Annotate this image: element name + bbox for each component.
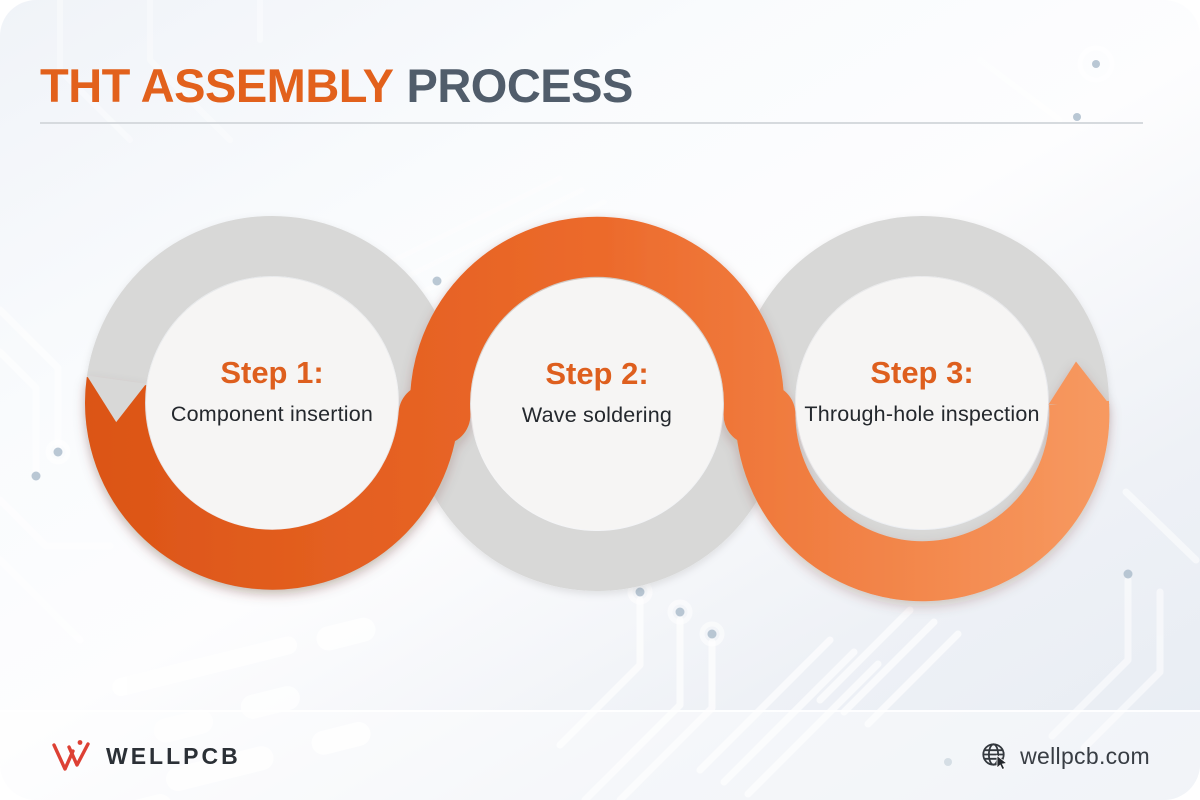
step-2-description: Wave soldering — [521, 403, 673, 427]
website: wellpcb.com — [980, 741, 1150, 771]
inner-circles — [146, 277, 1048, 530]
step-3-description: Through-hole inspection — [804, 402, 1040, 426]
step-1-title: Step 1: — [220, 355, 324, 390]
wellpcb-w-icon — [52, 740, 90, 771]
flow-start-chevron-icon — [86, 375, 147, 423]
page-title-rest: PROCESS — [406, 59, 634, 112]
flow-path — [85, 216, 1110, 602]
flow-arrowhead-icon — [1048, 361, 1110, 405]
step-3-title: Step 3: — [870, 355, 974, 390]
brand-logo: WELLPCB — [50, 738, 241, 774]
flow-band — [85, 216, 1110, 602]
step-2-title: Step 2: — [545, 356, 649, 391]
step-1-description: Component insertion — [170, 402, 374, 426]
step-2-label: Step 2: Wave soldering — [427, 356, 767, 428]
brand-name: WELLPCB — [106, 742, 241, 769]
globe-cursor-icon — [982, 743, 1008, 771]
step-1-inner-circle — [146, 277, 398, 529]
step-3-inner-circle — [796, 277, 1048, 529]
step-3-label: Step 3: Through-hole inspection — [752, 355, 1092, 427]
footer: WELLPCB wellpcb.com — [0, 710, 1200, 800]
title-divider — [40, 122, 1143, 124]
page-title-accent: THT ASSEMBLY — [40, 59, 394, 112]
step-2-inner-circle — [471, 278, 723, 530]
step-1-label: Step 1: Component insertion — [102, 355, 442, 427]
website-url: wellpcb.com — [1020, 742, 1150, 769]
